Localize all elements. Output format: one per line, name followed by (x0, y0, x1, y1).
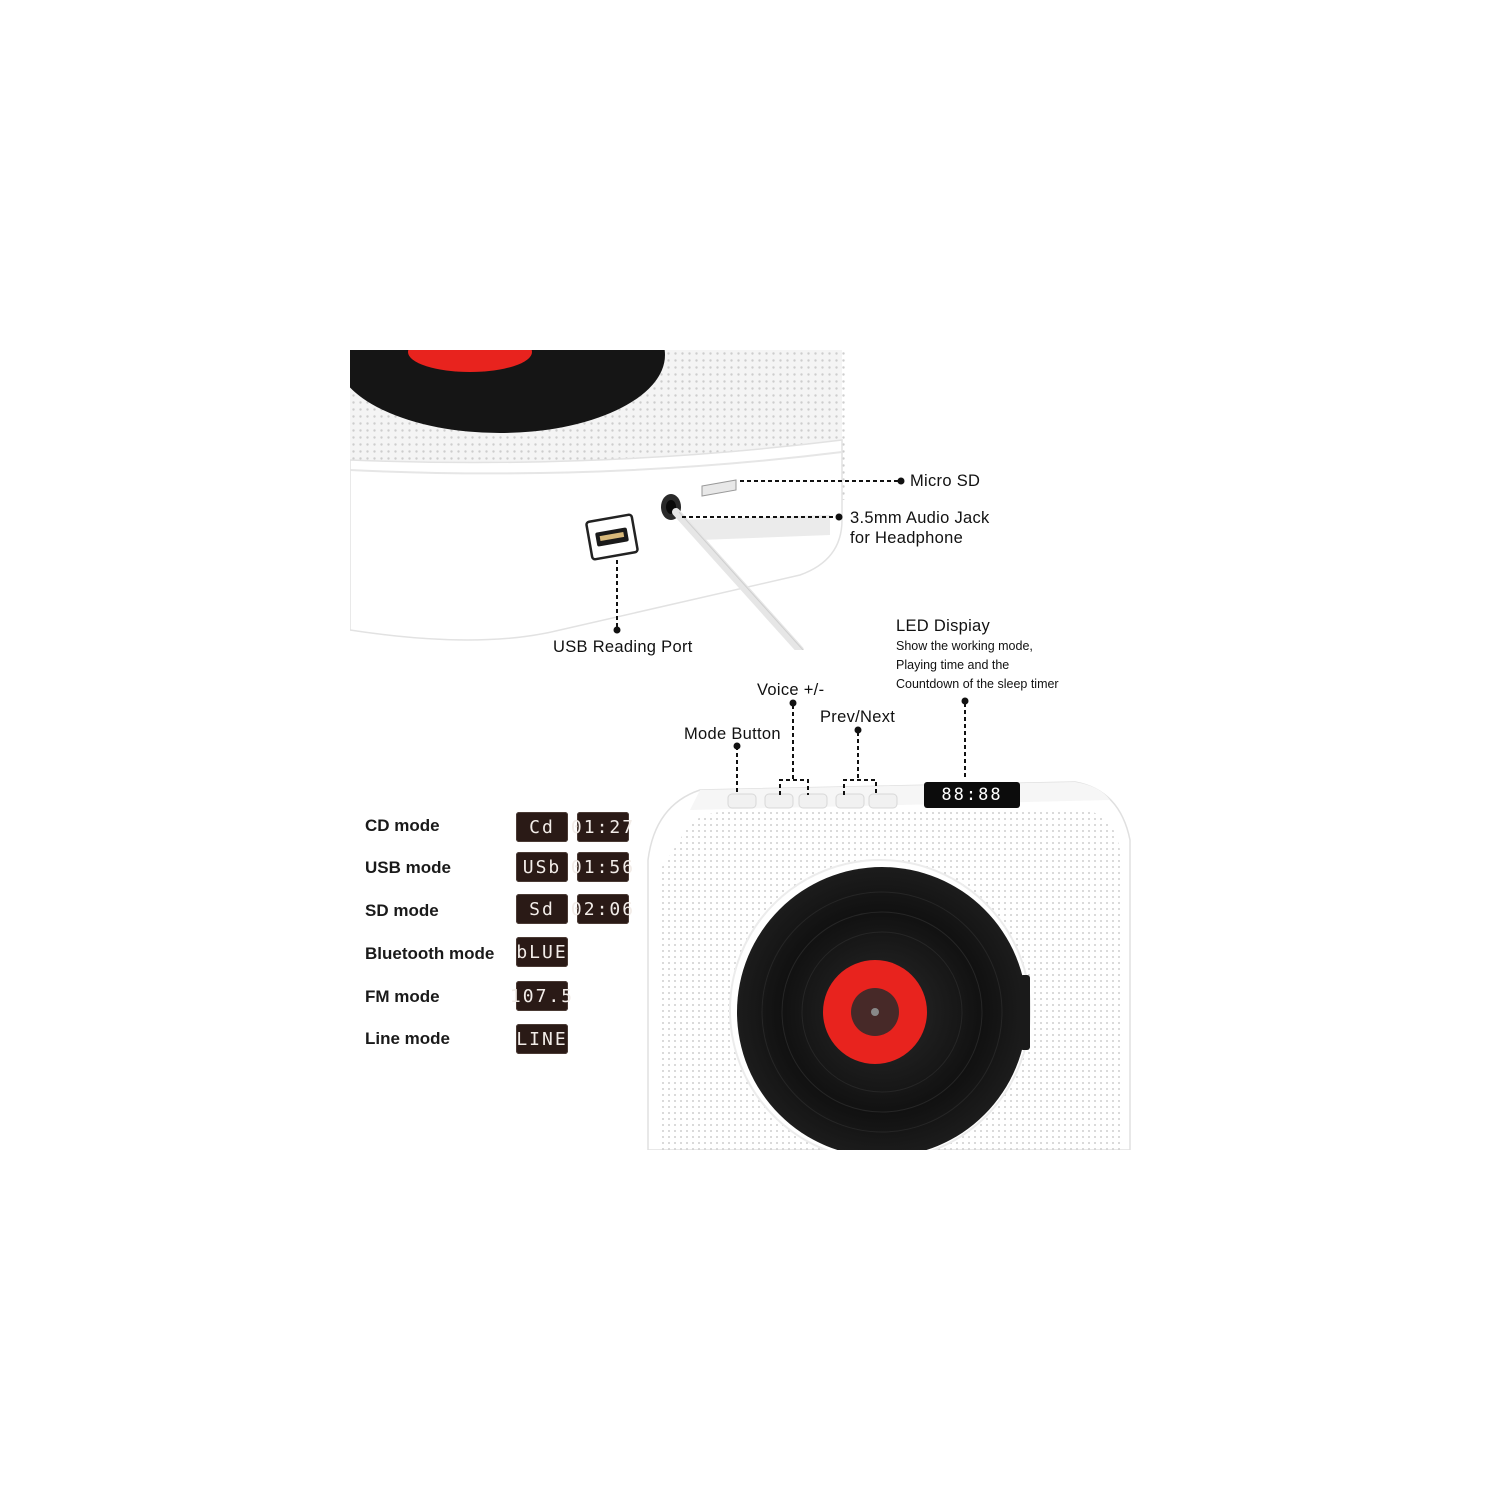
lcd-sd-code: Sd (516, 894, 568, 924)
lcd-cd-code: Cd (516, 812, 568, 842)
bottom-device-front-view (647, 781, 1131, 1150)
led-display-desc-line3: Countdown of the sleep timer (896, 677, 1059, 691)
mode-name-bluetooth: Bluetooth mode (365, 944, 495, 963)
lcd-usb-code: USb (516, 852, 568, 882)
lcd-cd-time: 01:27 (571, 812, 633, 842)
led-display-desc-line2: Playing time and the (896, 658, 1010, 672)
lcd-usb-time: 01:56 (571, 852, 633, 882)
mode-name-line: Line mode (365, 1029, 451, 1048)
top-disc-label (408, 350, 532, 372)
top-device-side-view (350, 350, 845, 650)
mode-name-usb: USB mode (365, 858, 451, 877)
led-display: 88:88 (924, 782, 1020, 808)
audio-jack-label-line2: for Headphone (850, 529, 964, 547)
lcd-bluetooth-code: bLUE (516, 937, 568, 967)
callout-lines (616, 480, 966, 795)
top-buttons (727, 793, 898, 809)
mode-button-label: Mode Button (684, 725, 781, 743)
usb-port (585, 513, 639, 561)
usb-port-label: USB Reading Port (553, 638, 693, 656)
led-display-title: LED Dispiay (896, 617, 991, 635)
vinyl-disc (737, 867, 1027, 1150)
mode-name-sd: SD mode (365, 901, 439, 920)
mode-name-fm: FM mode (365, 987, 440, 1006)
prev-next-label: Prev/Next (820, 708, 896, 726)
voice-label: Voice +/- (757, 681, 825, 699)
led-display-desc-line1: Show the working mode, (896, 639, 1033, 653)
callout-dots (613, 477, 969, 750)
lcd-fm-code: 107.5 (510, 981, 572, 1011)
lcd-sd-time: 02:06 (571, 894, 633, 924)
micro-sd-slot (701, 479, 737, 497)
audio-jack-label-line1: 3.5mm Audio Jack (850, 509, 990, 527)
lcd-line-code: LINE (516, 1024, 568, 1054)
top-disc (350, 350, 665, 433)
micro-sd-label: Micro SD (910, 472, 981, 490)
mode-name-cd: CD mode (365, 816, 440, 835)
